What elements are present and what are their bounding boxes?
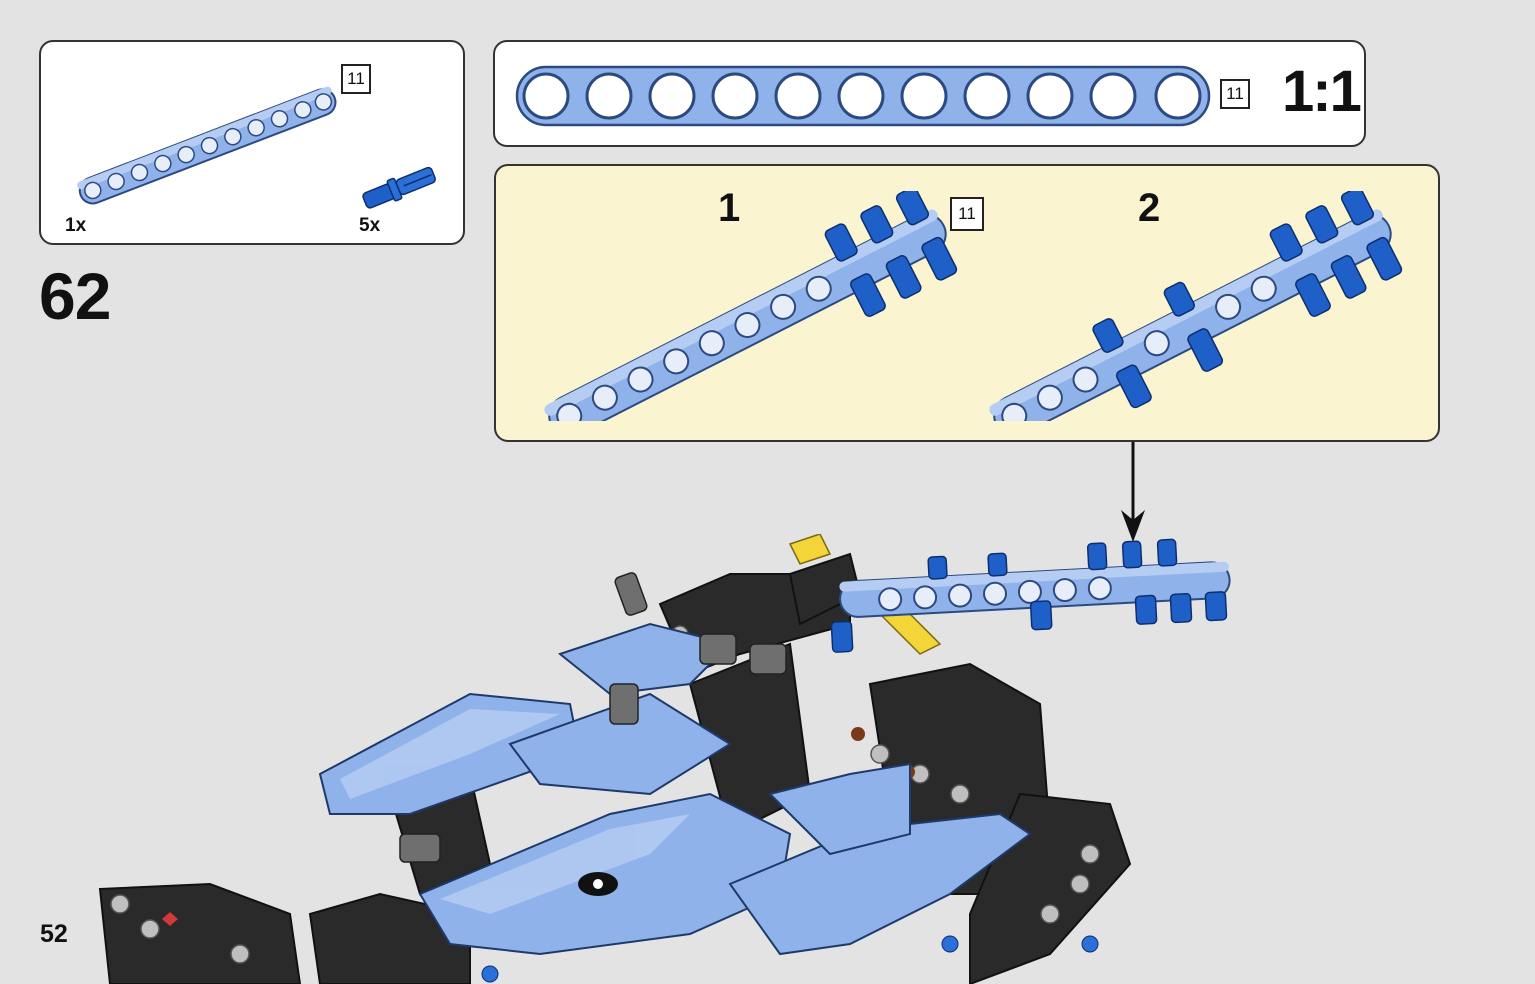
scale-length-tag: 11 xyxy=(1220,79,1250,109)
model-assembly-illustration xyxy=(98,534,1231,984)
step-number: 62 xyxy=(39,259,111,333)
pin-part-icon xyxy=(362,166,436,209)
parts-list-box: 11 1x 5x xyxy=(39,40,465,245)
scale-view-box: 11 xyxy=(493,40,1366,147)
scale-label: 1:1 xyxy=(1282,59,1362,124)
beam-11-part-icon xyxy=(77,86,337,205)
beam-quantity: 1x xyxy=(65,215,87,236)
placement-arrow xyxy=(1121,442,1145,542)
substep-1-assembly xyxy=(544,191,958,421)
substep-1-number: 1 xyxy=(718,186,741,230)
beam-length-tag: 11 xyxy=(341,64,371,94)
pin-quantity: 5x xyxy=(359,215,381,236)
substep-2-number: 2 xyxy=(1138,186,1161,230)
substep-1-length-tag: 11 xyxy=(950,197,984,231)
substep-2-assembly xyxy=(989,191,1403,421)
page-number: 52 xyxy=(40,920,68,948)
substep-callout: 1 11 2 xyxy=(494,164,1440,442)
beam-11-actual-size-icon xyxy=(515,65,1211,127)
